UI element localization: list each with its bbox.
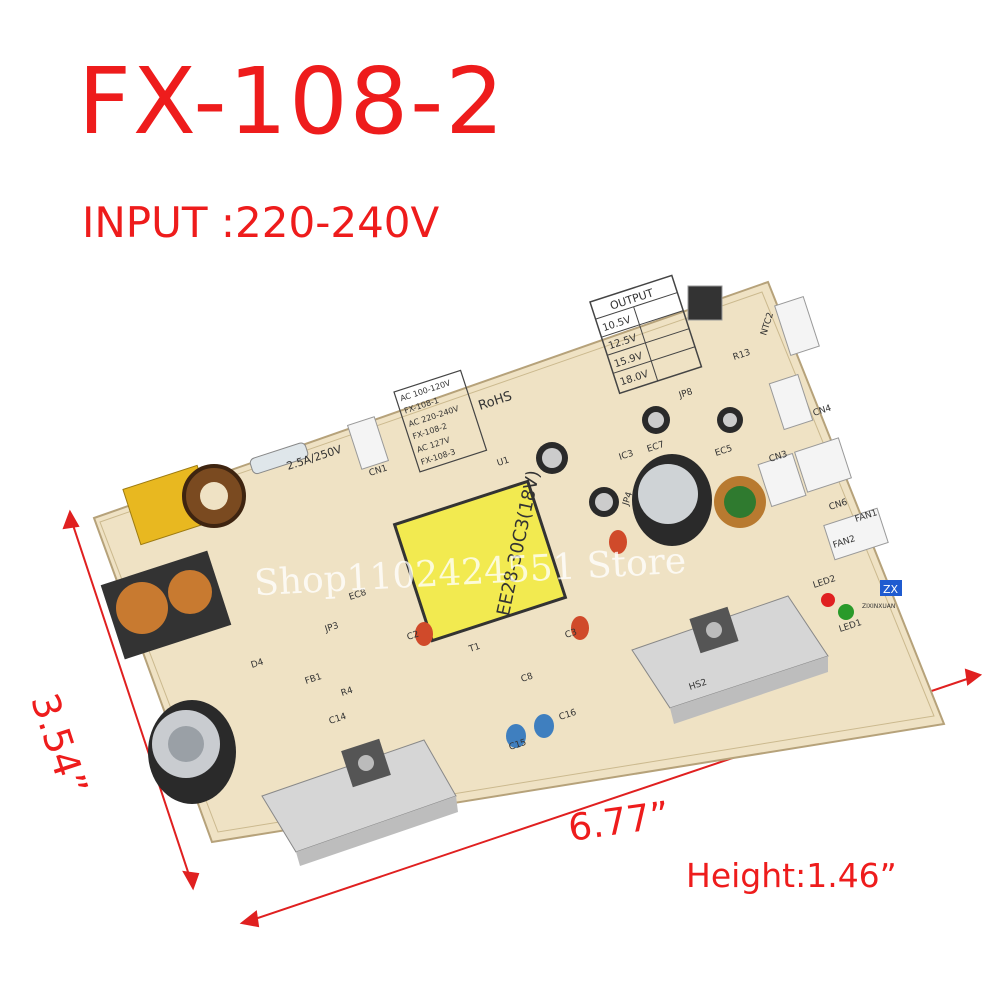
- heatsink-right-graphic: [631, 595, 829, 724]
- pcb-label: T1: [467, 642, 482, 655]
- toroid-inductor-graphic: [182, 464, 246, 528]
- pcb-label: C8: [520, 672, 535, 685]
- pcb-label: JP4: [621, 490, 635, 507]
- pcb-label: R4: [340, 686, 355, 699]
- pcb-label: U1: [496, 456, 511, 469]
- pcb-label: C2: [406, 630, 421, 643]
- choke-graphic: [100, 550, 232, 660]
- input-voltage-label: INPUT :220-240V: [82, 198, 440, 247]
- height-dimension-label: Height:1.46”: [686, 856, 897, 895]
- pcb-label: C3: [564, 628, 579, 641]
- product-model-title: FX-108-2: [78, 48, 506, 155]
- heatsink-left-graphic: [261, 738, 458, 866]
- output-table-header: OUTPUT: [608, 286, 655, 312]
- transformer-graphic: EE28-30C3(18V): [392, 468, 568, 643]
- pcb-label: JP3: [323, 621, 340, 635]
- output-inductor-graphic: [714, 476, 766, 528]
- brand-badge-text: ZX: [883, 583, 899, 596]
- connectors-graphic: [346, 285, 889, 561]
- pcb-label: JP8: [677, 387, 694, 401]
- brand-badge: ZX ZIXINXUAN: [862, 580, 902, 610]
- pcb-label: IC3: [618, 449, 635, 463]
- leds-graphic: [821, 593, 854, 620]
- bulk-capacitor-graphic: [148, 700, 236, 804]
- small-capacitors-graphic: [415, 406, 743, 748]
- brand-name: ZIXINXUAN: [862, 603, 895, 610]
- output-capacitor-graphic: [632, 454, 712, 546]
- pcb-label: D4: [250, 657, 265, 671]
